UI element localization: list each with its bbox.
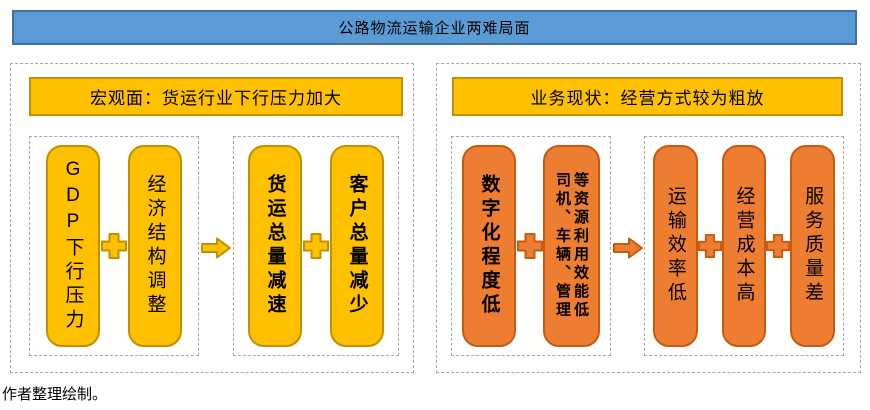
title-banner: 公路物流运输企业两难局面: [12, 10, 857, 45]
box-high-operating-cost: 经营成本高: [721, 145, 767, 347]
macro-causes-group: GDP下行压力 经济结构调整: [29, 136, 199, 356]
diagram-title: 公路物流运输企业两难局面: [338, 20, 531, 37]
macro-panel: 宏观面：货运行业下行压力加大 GDP下行压力 经济结构调整 货运总量减速 客户总…: [10, 63, 414, 373]
business-effects-group: 运输效率低 经营成本高 服务质量差: [644, 136, 844, 356]
box-low-resource-utilization-col-left: 司机、车辆、管理: [554, 172, 571, 320]
plus-icon: [101, 233, 127, 259]
source-caption: 作者整理绘制。: [2, 386, 108, 403]
business-panel-header: 业务现状：经营方式较为粗放: [452, 77, 843, 116]
plus-icon: [766, 234, 791, 258]
box-low-resource-utilization-text: 司机、车辆、管理 等资源利用效能低: [554, 172, 589, 320]
box-low-digitalization: 数字化程度低: [462, 145, 516, 347]
box-poor-service-quality-label: 服务质量差: [802, 186, 824, 306]
business-panel: 业务现状：经营方式较为粗放 数字化程度低 司机、车辆、管理 等资源利用效能低 运…: [436, 63, 861, 373]
box-freight-volume-slowdown-label: 货运总量减速: [264, 174, 286, 318]
business-panel-header-label: 业务现状：经营方式较为粗放: [530, 89, 765, 108]
box-gdp-pressure: GDP下行压力: [46, 145, 100, 347]
box-low-transport-efficiency-label: 运输效率低: [664, 186, 686, 306]
box-gdp-pressure-label: GDP下行压力: [62, 159, 84, 333]
box-low-transport-efficiency: 运输效率低: [653, 145, 698, 347]
plus-icon: [516, 233, 543, 259]
arrow-right-icon: [613, 237, 643, 259]
box-freight-volume-slowdown: 货运总量减速: [248, 145, 302, 347]
plus-icon: [697, 234, 722, 258]
box-economic-restructuring: 经济结构调整: [128, 145, 182, 347]
box-economic-restructuring-label: 经济结构调整: [144, 174, 166, 318]
macro-effects-group: 货运总量减速 客户总量减少: [233, 136, 399, 356]
macro-panel-header: 宏观面：货运行业下行压力加大: [29, 77, 403, 116]
business-causes-group: 数字化程度低 司机、车辆、管理 等资源利用效能低: [451, 136, 611, 356]
box-high-operating-cost-label: 经营成本高: [733, 186, 755, 306]
box-low-resource-utilization: 司机、车辆、管理 等资源利用效能低: [543, 145, 600, 347]
box-customer-decrease: 客户总量减少: [330, 145, 384, 347]
box-low-resource-utilization-col-right: 等资源利用效能低: [572, 172, 589, 320]
box-customer-decrease-label: 客户总量减少: [346, 174, 368, 318]
box-low-digitalization-label: 数字化程度低: [478, 174, 500, 318]
plus-icon: [303, 233, 329, 259]
arrow-right-icon: [201, 237, 231, 259]
box-poor-service-quality: 服务质量差: [790, 145, 836, 347]
macro-panel-header-label: 宏观面：货运行业下行压力加大: [90, 89, 342, 108]
